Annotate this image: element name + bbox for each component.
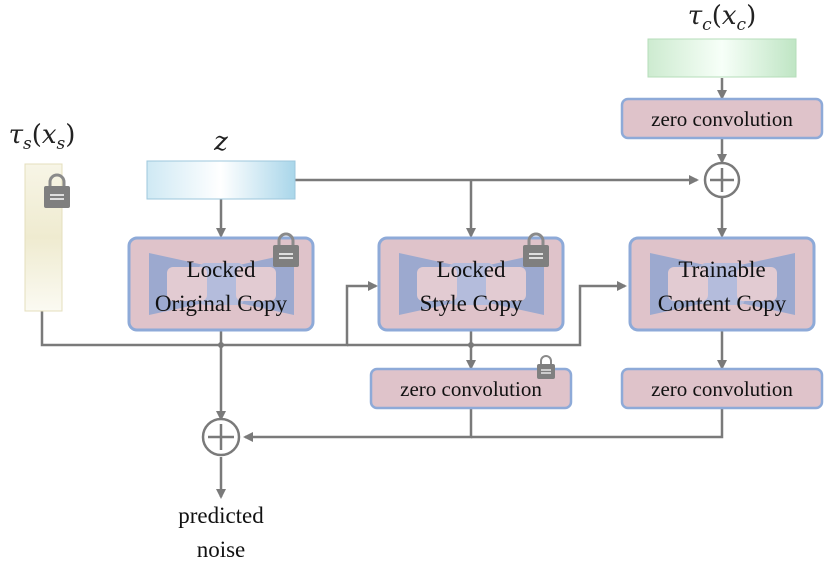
connections [40,78,727,499]
content-embedding-bar [647,38,797,78]
block-title: Locked [437,257,506,282]
content-input-label: τc(xc) [688,1,756,35]
block-trainable-content: Trainable Content Copy [628,236,816,332]
output-label-line1: predicted [178,503,264,528]
zero-conv-label: zero convolution [651,377,793,401]
edge-stylezero-to-sum [243,408,473,442]
zero-conv-label: zero convolution [400,377,542,401]
block-subtitle: Content Copy [658,291,787,316]
sum-node-top [703,161,741,199]
junction-dot [218,342,224,348]
lock-icon [536,355,556,380]
zero-conv-content-out: zero convolution [620,367,824,410]
block-locked-original: Locked Original Copy [127,236,315,332]
block-title: Trainable [678,257,765,282]
output-label-line2: noise [197,537,246,562]
edge-contentzero-to-sum [471,408,724,439]
zero-conv-content-in: zero convolution [620,97,824,140]
block-subtitle: Original Copy [155,291,288,316]
zero-conv-label: zero convolution [651,107,793,131]
latent-z-bar [146,160,296,200]
latent-label: z [213,127,228,157]
block-locked-style: Locked Style Copy [377,236,565,332]
sum-node-bottom [201,417,241,457]
junction-dot [468,342,474,348]
style-embedding-bar [24,163,63,312]
style-input-label: τs(xs) [9,120,76,154]
zero-conv-style-out: zero convolution [369,367,573,410]
block-subtitle: Style Copy [420,291,523,316]
block-title: Locked [187,257,256,282]
edge-style-to-trainable [347,281,627,347]
